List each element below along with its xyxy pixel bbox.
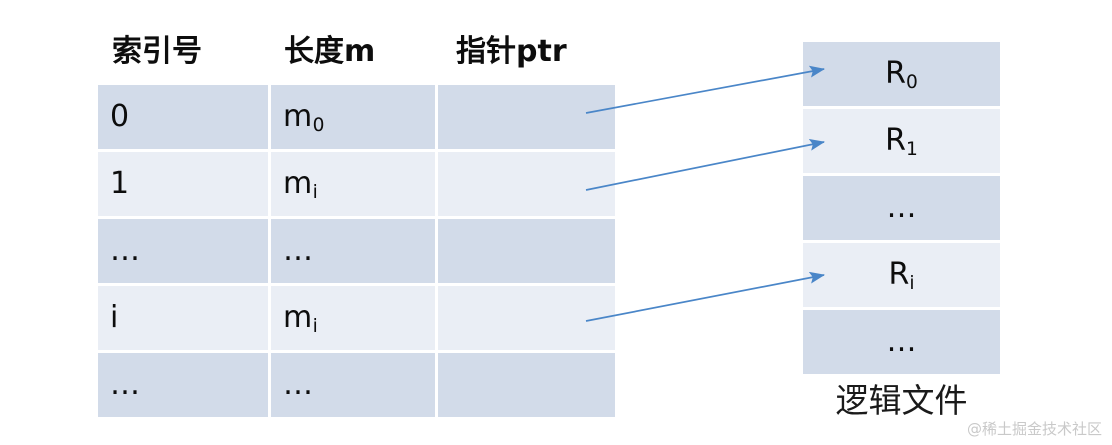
cell-index: … <box>98 353 268 417</box>
arrow-ptr-row1-to-R1 <box>585 138 825 191</box>
cell-length: mi <box>271 286 435 350</box>
logical-block-label: R0 <box>885 56 918 93</box>
column-header-length: 长度m <box>284 34 376 69</box>
cell-pointer <box>438 219 615 283</box>
cell-index-value: 1 <box>110 166 130 201</box>
cell-pointer <box>438 286 615 350</box>
cell-pointer <box>438 152 615 216</box>
logical-block: R0 <box>803 42 1000 106</box>
cell-index: … <box>98 219 268 283</box>
logical-block-label: Ri <box>888 257 915 294</box>
logical-block-label: R1 <box>885 123 918 160</box>
cell-length-value: m0 <box>283 99 325 136</box>
table-row: 1 mi <box>98 152 615 216</box>
logical-block-label: … <box>886 324 917 359</box>
cell-pointer <box>438 85 615 149</box>
logical-file-caption: 逻辑文件 <box>835 381 968 420</box>
table-row: … … <box>98 219 615 283</box>
cell-index-value: 0 <box>110 99 130 134</box>
logical-block-label: … <box>886 190 917 225</box>
table-row: 0 m0 <box>98 85 615 149</box>
arrow-ptr-rowi-to-Ri <box>585 271 826 322</box>
cell-index: 0 <box>98 85 268 149</box>
cell-index-value: … <box>110 233 141 268</box>
cell-length: mi <box>271 152 435 216</box>
cell-index: i <box>98 286 268 350</box>
table-row: i mi <box>98 286 615 350</box>
cell-length-value: mi <box>283 300 318 337</box>
index-table: 0 m0 1 mi … … <box>98 85 615 417</box>
logical-block: … <box>803 310 1000 374</box>
cell-length-value: … <box>283 233 314 268</box>
logical-file-blocks: R0 R1 … Ri … <box>803 42 1000 374</box>
logical-block: R1 <box>803 109 1000 173</box>
index-table-headers: 索引号 长度m 指针ptr <box>98 26 638 76</box>
watermark: @稀土掘金技术社区 <box>966 420 1102 438</box>
logical-block: … <box>803 176 1000 240</box>
logical-block: Ri <box>803 243 1000 307</box>
table-row: … … <box>98 353 615 417</box>
column-header-pointer: 指针ptr <box>456 34 567 69</box>
cell-pointer <box>438 353 615 417</box>
cell-index-value: i <box>110 300 119 335</box>
cell-index: 1 <box>98 152 268 216</box>
cell-length-value: mi <box>283 166 318 203</box>
cell-length: … <box>271 353 435 417</box>
cell-length: … <box>271 219 435 283</box>
cell-length: m0 <box>271 85 435 149</box>
cell-index-value: … <box>110 367 141 402</box>
cell-length-value: … <box>283 367 314 402</box>
column-header-index: 索引号 <box>112 34 202 69</box>
